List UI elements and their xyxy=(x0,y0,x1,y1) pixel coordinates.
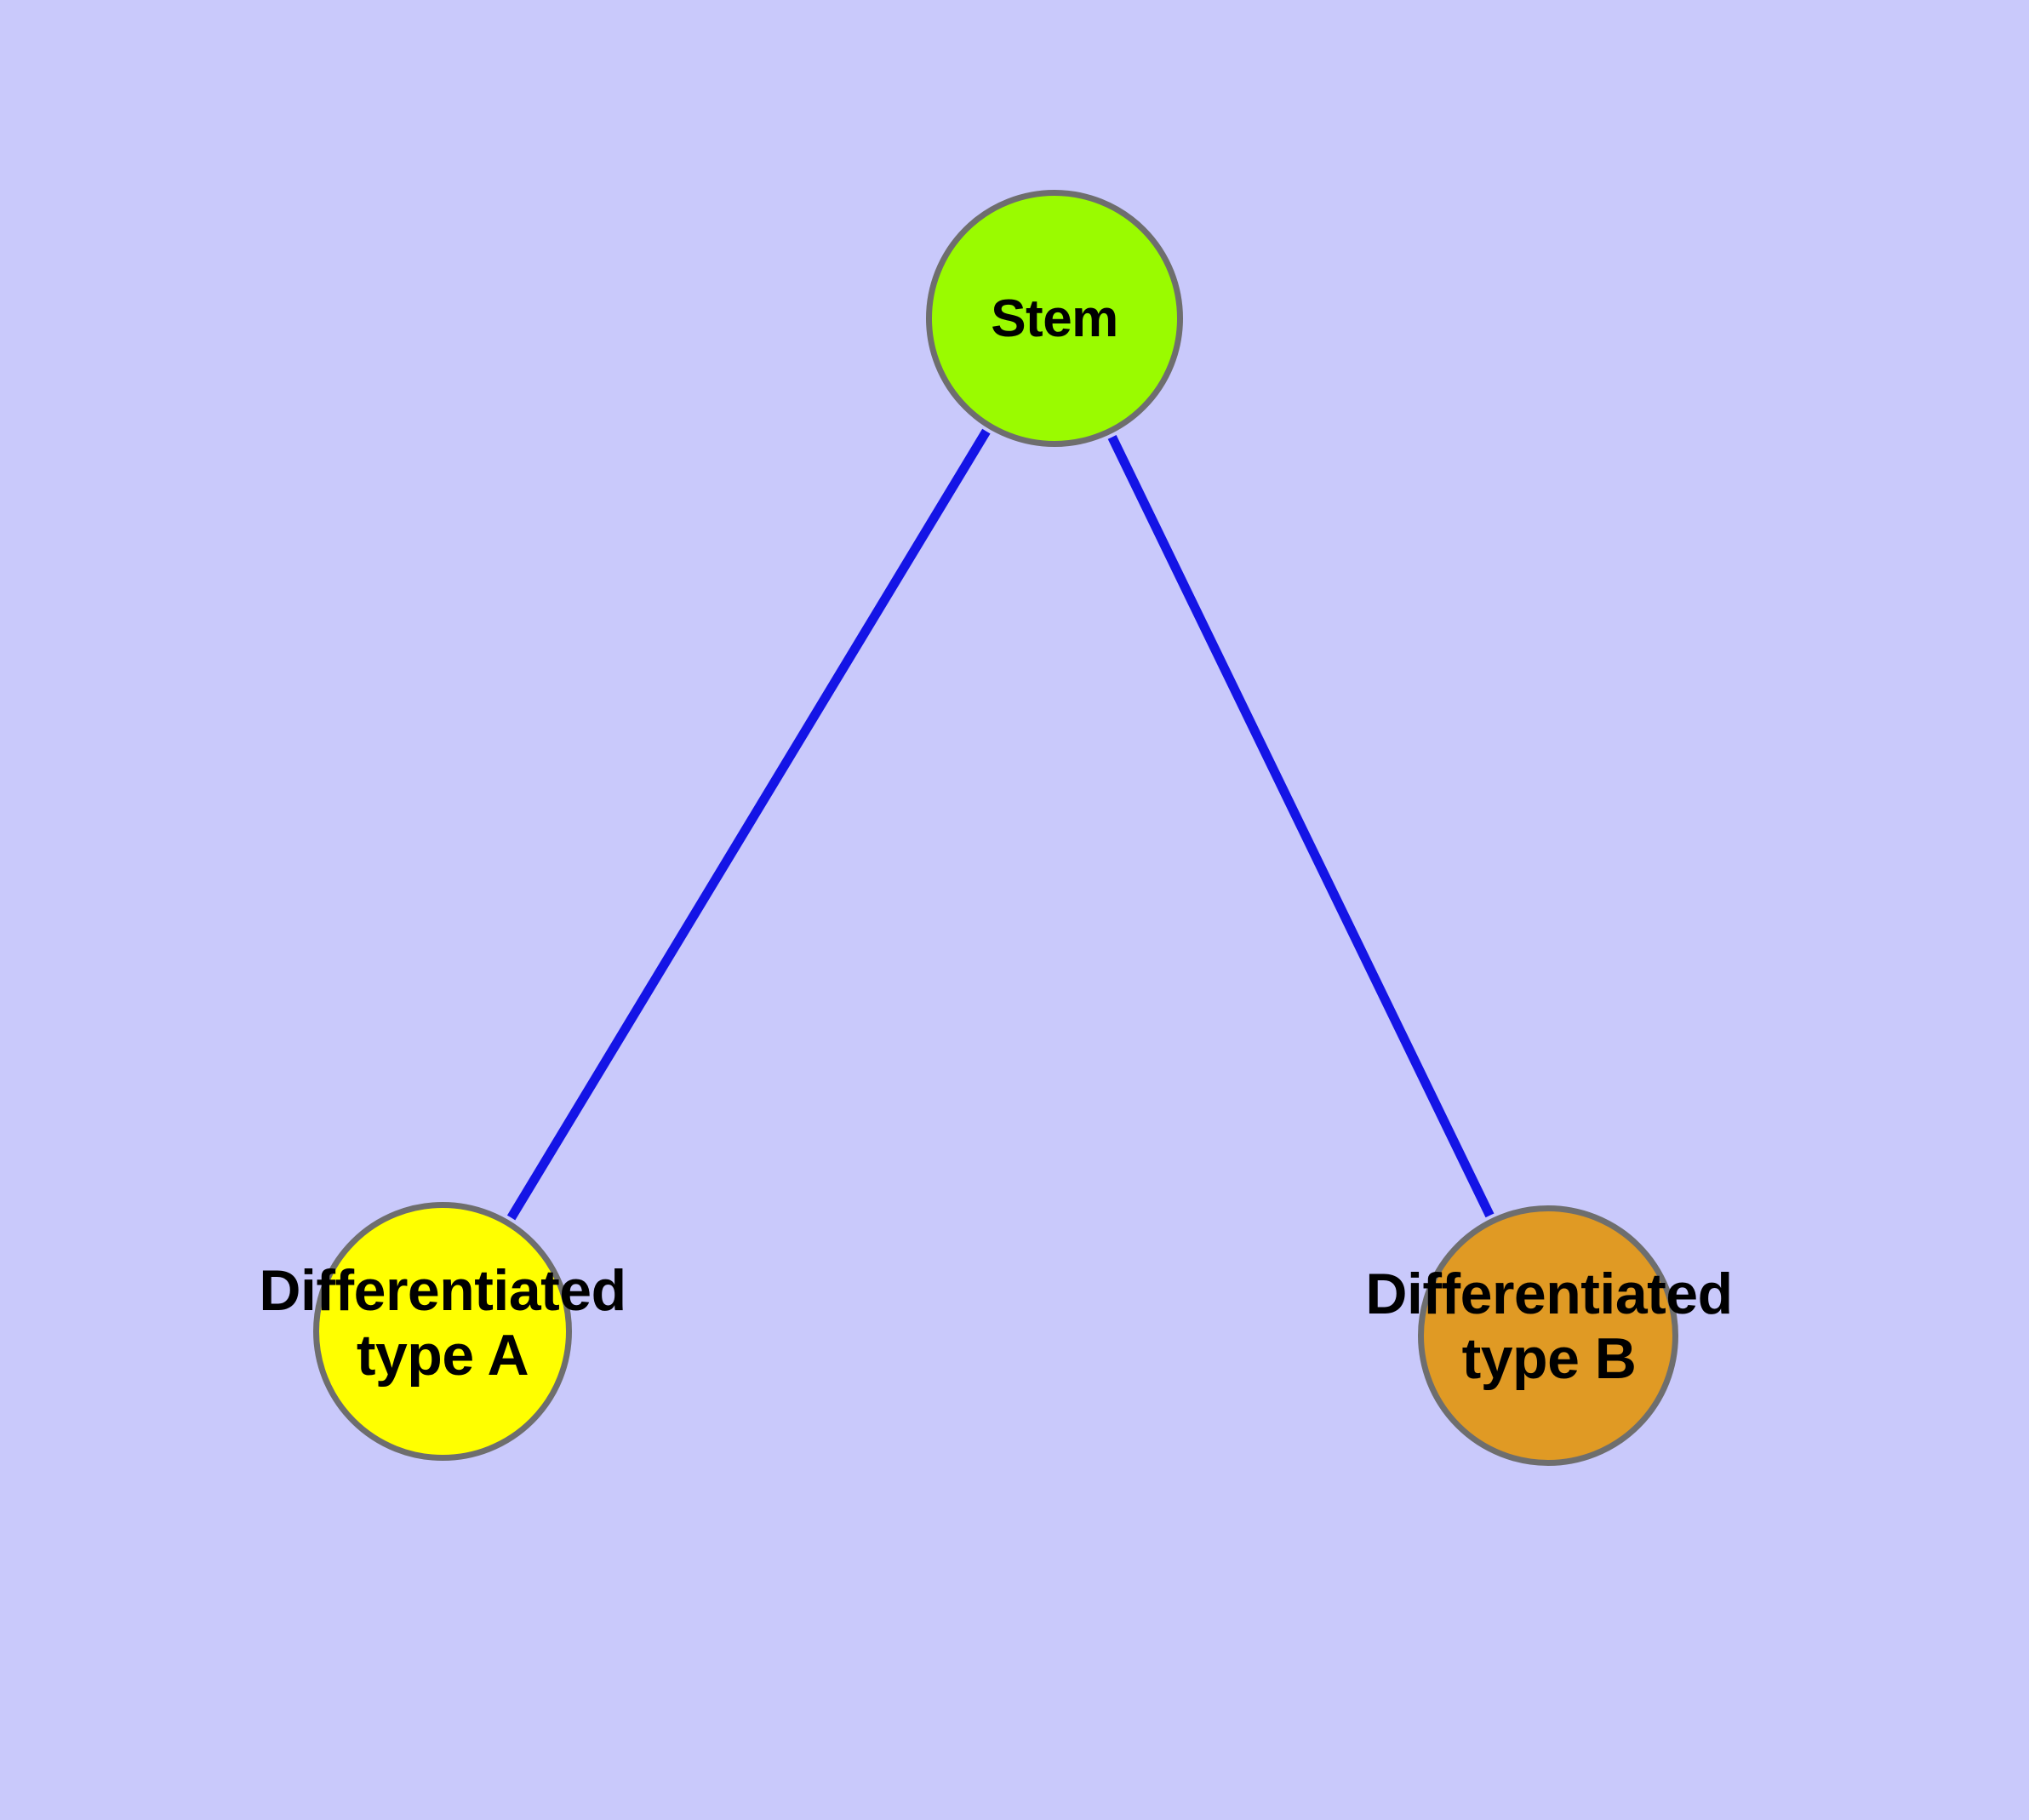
edge-stem-to-diff-b xyxy=(1050,316,1552,1338)
edge-stem-to-diff-a xyxy=(438,316,1059,1334)
node-differentiated-type-b[interactable] xyxy=(1418,1205,1678,1466)
node-stem[interactable] xyxy=(926,190,1183,447)
node-differentiated-type-a[interactable] xyxy=(313,1202,572,1461)
